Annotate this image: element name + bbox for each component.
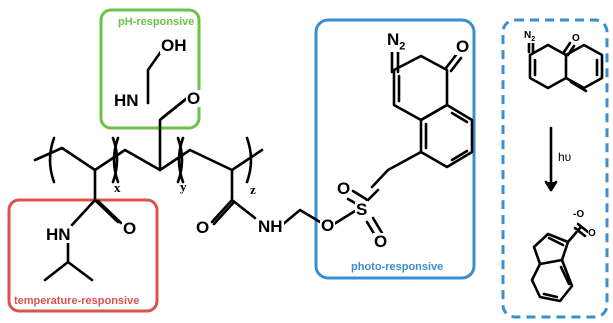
subscript-y: y <box>180 179 187 194</box>
atom-small-o-minus: -O <box>573 209 585 220</box>
polymer-backbone <box>33 146 264 172</box>
bracket-x-left <box>48 136 56 184</box>
atom-nh-linker: NH <box>257 217 284 236</box>
ketone-bond <box>444 53 463 73</box>
atom-s: S <box>355 200 369 219</box>
temperature-responsive-box <box>7 198 159 313</box>
atom-o-ph: O <box>186 89 202 108</box>
atom-small-o: O <box>572 33 580 44</box>
nipam-pendant <box>43 168 123 282</box>
reaction-label-hv: hυ <box>558 150 572 164</box>
atom-oh: OH <box>160 36 188 55</box>
small-naphthoquinone <box>527 38 604 93</box>
photoreaction-dashed-box <box>501 18 609 319</box>
diazo-bond <box>390 48 400 74</box>
atom-small-n2: N2 <box>524 30 536 43</box>
atom-hn-ph: HN <box>113 91 140 110</box>
bracket-y-left <box>112 136 120 184</box>
reaction-arrowhead <box>544 180 558 192</box>
atom-n2: N2 <box>386 30 407 53</box>
bracket-z-left <box>177 136 185 184</box>
small-indene-product <box>530 222 590 303</box>
ph-responsive-label: pH-responsive <box>118 16 195 28</box>
atom-o-ketone: O <box>455 37 471 56</box>
ring-sulfonyl-bond <box>370 150 423 189</box>
atom-o-temp: O <box>122 219 138 238</box>
atom-hn-temp: HN <box>45 225 72 244</box>
atom-small-o2: O <box>588 228 596 239</box>
photo-responsive-label: photo-responsive <box>351 261 444 273</box>
atom-o-linker: O <box>195 218 211 237</box>
linker-pendant <box>210 168 322 227</box>
ph-pendant <box>146 48 189 172</box>
bracket-y-right <box>176 136 184 184</box>
subscript-z: z <box>250 182 256 197</box>
ph-responsive-box <box>99 8 201 130</box>
atom-o-sulfonyl-bottom: O <box>373 232 389 251</box>
photo-responsive-box <box>314 18 476 280</box>
temperature-responsive-label: temperature-responsive <box>14 295 140 307</box>
atom-o-sulfonyl-top: O <box>336 179 352 198</box>
atom-o-ester: O <box>320 216 336 235</box>
bracket-z-right <box>245 136 253 184</box>
benzene-ring <box>419 103 474 169</box>
subscript-x: x <box>114 180 121 195</box>
bracket-x-right <box>111 136 119 184</box>
